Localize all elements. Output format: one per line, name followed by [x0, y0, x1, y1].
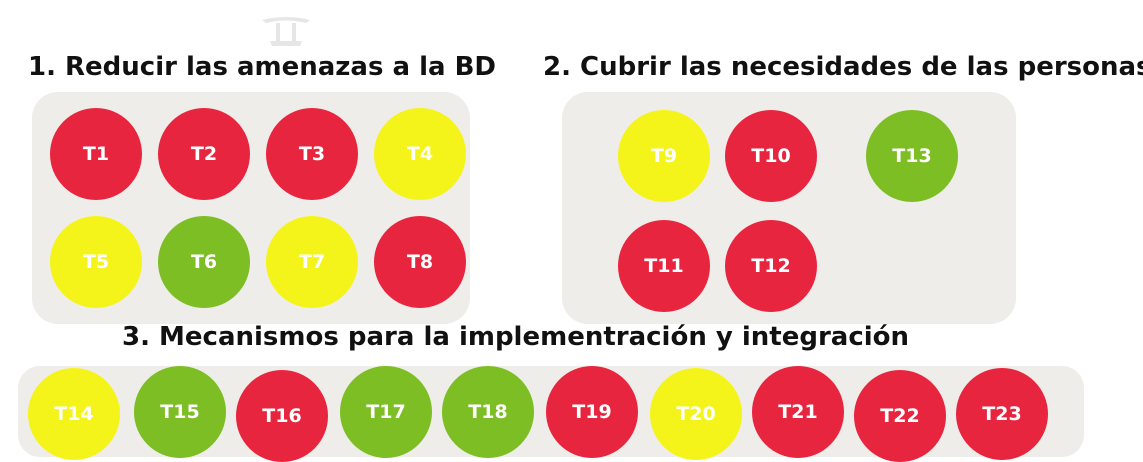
task-circle-red: T10	[725, 110, 817, 202]
task-label: T20	[676, 403, 716, 425]
task-label: T18	[468, 401, 508, 423]
task-label: T8	[406, 251, 434, 273]
task-circle-green: T17	[340, 366, 432, 458]
group-2-title: 2. Cubrir las necesidades de las persona…	[543, 52, 1143, 82]
task-label: T19	[572, 401, 612, 423]
task-circle-red: T8	[374, 216, 466, 308]
group-3-title: 3. Mecanismos para la implementración y …	[122, 322, 910, 352]
task-label: T7	[298, 251, 326, 273]
task-label: T15	[160, 401, 200, 423]
task-circle-red: T3	[266, 108, 358, 200]
task-circle-green: T13	[866, 110, 958, 202]
task-label: T12	[751, 255, 791, 277]
task-label: T21	[778, 401, 818, 423]
task-label: T4	[406, 143, 434, 165]
task-circle-red: T12	[725, 220, 817, 312]
task-label: T11	[644, 255, 684, 277]
task-label: T5	[82, 251, 110, 273]
task-circle-green: T6	[158, 216, 250, 308]
task-label: T22	[880, 405, 920, 427]
task-circle-yellow: T20	[650, 368, 742, 460]
task-label: T13	[892, 145, 932, 167]
task-label: T14	[54, 403, 94, 425]
task-label: T10	[751, 145, 791, 167]
task-circle-red: T16	[236, 370, 328, 462]
group-3-panel: T14 T15 T16 T17 T18 T19 T20 T21 T22 T23	[18, 366, 1084, 462]
task-circle-red: T21	[752, 366, 844, 458]
task-circle-red: T2	[158, 108, 250, 200]
task-label: T3	[298, 143, 326, 165]
task-label: T9	[650, 145, 678, 167]
task-circle-red: T11	[618, 220, 710, 312]
task-circle-yellow: T4	[374, 108, 466, 200]
task-circle-green: T15	[134, 366, 226, 458]
task-label: T16	[262, 405, 302, 427]
group-1-title: 1. Reducir las amenazas a la BD	[28, 52, 497, 82]
task-circle-yellow: T9	[618, 110, 710, 202]
task-circle-yellow: T5	[50, 216, 142, 308]
task-label: T17	[366, 401, 406, 423]
task-circle-red: T19	[546, 366, 638, 458]
task-label: T6	[190, 251, 218, 273]
task-label: T1	[82, 143, 110, 165]
task-label: T23	[982, 403, 1022, 425]
group-1-panel: T1 T2 T3 T4 T5 T6 T7 T8	[32, 92, 470, 324]
logo-icon	[262, 17, 310, 46]
group-2-panel: T9 T10 T13 T11 T12	[562, 92, 1016, 324]
task-circle-red: T1	[50, 108, 142, 200]
task-label: T2	[190, 143, 218, 165]
task-circle-yellow: T7	[266, 216, 358, 308]
task-circle-red: T22	[854, 370, 946, 462]
task-circle-yellow: T14	[28, 368, 120, 460]
task-circle-green: T18	[442, 366, 534, 458]
task-circle-red: T23	[956, 368, 1048, 460]
